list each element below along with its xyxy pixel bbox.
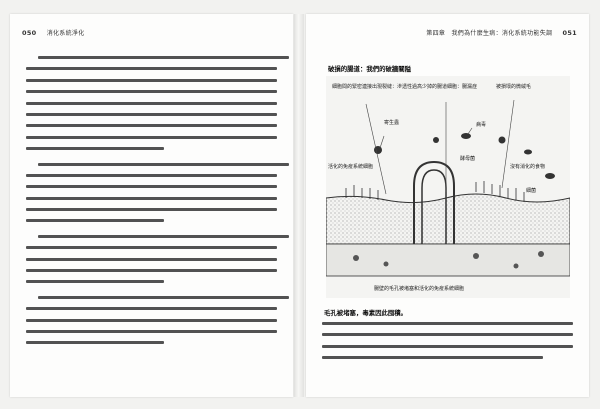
label-parasite: 寄生蟲 (384, 119, 399, 126)
text-line (26, 124, 277, 128)
text-line (26, 196, 277, 200)
text-line (26, 173, 277, 177)
figure-title: 破損的腸道：我們的破牆關隘 (328, 65, 412, 73)
label-missing-cells: 少掉的腸道細胞：腸漏症 (422, 83, 477, 90)
submucosa (326, 243, 570, 277)
text-line (26, 280, 165, 284)
text-line (322, 322, 573, 325)
label-yeast: 酵母菌 (460, 155, 475, 162)
text-line (322, 356, 543, 360)
label-clogged-pores: 腸壁的毛孔被堵塞和活化的免疫系統細胞 (374, 285, 464, 292)
text-line (26, 208, 277, 212)
text-line (26, 318, 277, 322)
label-activated-immune: 活化的免疫系統細胞 (328, 163, 373, 170)
text-line (26, 329, 277, 333)
text-line (38, 56, 289, 59)
text-line (26, 246, 277, 250)
label-undigested-food: 沒有消化的食物 (510, 163, 545, 170)
text-line (26, 219, 165, 223)
figure-subheading: 毛孔被堵塞，毒素因此囤積。 (324, 309, 408, 317)
immune-cells (353, 251, 544, 269)
text-line (322, 333, 573, 337)
text-line (26, 341, 165, 345)
left-page: 050 消化系統淨化 (10, 14, 293, 397)
text-line (26, 112, 277, 116)
villi (345, 181, 525, 202)
text-line (26, 257, 277, 261)
text-line (26, 78, 277, 82)
label-tight-junction-gap: 細胞間的緊密連接出現裂縫：滲透性過高 (332, 83, 422, 90)
text-line (26, 135, 277, 139)
right-page-number: 051 (562, 29, 577, 37)
right-running-title: 第四章 我們為什麼生病：消化系統功能失調 (426, 30, 553, 37)
text-line (38, 295, 289, 299)
text-line (322, 344, 573, 348)
right-page: 第四章 我們為什麼生病：消化系統功能失調 051 破損的腸道：我們的破牆關隘 (306, 14, 589, 397)
text-line (26, 269, 277, 273)
text-line (26, 185, 277, 189)
text-line (26, 67, 277, 71)
blood-vessel-inner (421, 169, 447, 244)
text-line (26, 101, 277, 105)
text-line (26, 90, 277, 94)
blood-vessel (413, 160, 455, 244)
left-body-text (26, 56, 289, 353)
left-running-title: 消化系統淨化 (46, 30, 85, 37)
text-line (26, 307, 277, 311)
callout-lines (365, 99, 515, 195)
right-running-head: 第四章 我們為什麼生病：消化系統功能失調 051 (426, 28, 577, 37)
label-damaged-microvilli: 被損壞的微絨毛 (496, 83, 531, 90)
text-line (38, 234, 289, 238)
text-line (38, 162, 289, 166)
label-bacteria: 細菌 (526, 187, 536, 194)
text-line (26, 147, 165, 151)
label-virus: 病毒 (476, 121, 486, 128)
book-gutter (294, 14, 304, 397)
gut-wall-illustration: 細胞間的緊密連接出現裂縫：滲透性過高 少掉的腸道細胞：腸漏症 被損壞的微絨毛 寄… (326, 76, 570, 298)
left-page-number: 050 (22, 29, 37, 37)
left-running-head: 050 消化系統淨化 (22, 28, 85, 37)
intestinal-wall (326, 193, 570, 245)
right-body-text (322, 322, 573, 368)
